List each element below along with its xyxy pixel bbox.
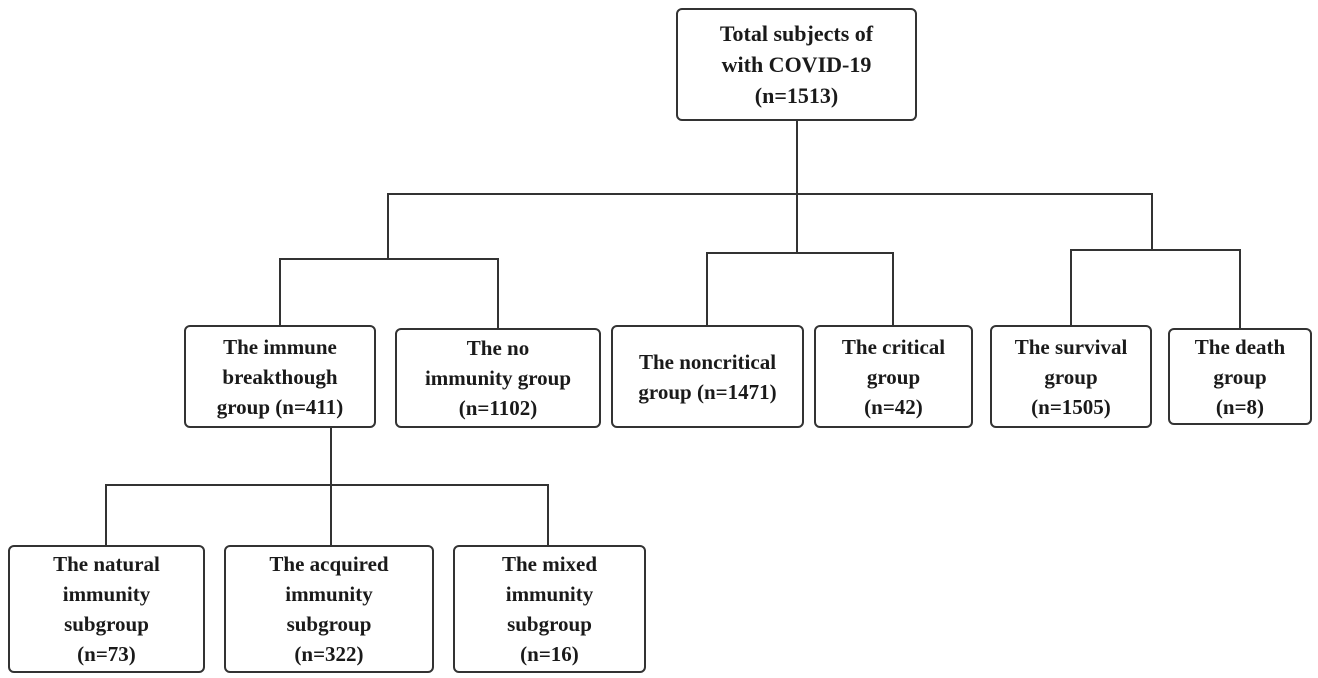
node-line: immunity group [424,366,572,390]
node-line: subgroup [507,612,592,636]
node-line: group [1044,364,1098,389]
node-line: The natural [53,552,160,576]
node-line: (n=8) [1215,394,1265,419]
node-line: The mixed [501,552,598,576]
root-line-1: Total subjects of [719,21,874,46]
node-no-immunity-group: The no immunity group (n=1102) [395,328,601,428]
node-line: The acquired [269,552,389,576]
node-line: The noncritical [638,349,777,374]
node-critical-group: The critical group (n=42) [814,325,973,428]
root-line-3: (n=1513) [754,83,839,108]
node-line: The no [466,336,530,360]
node-natural-immunity-subgroup: The natural immunity subgroup (n=73) [8,545,205,673]
node-line: group [866,364,921,389]
node-line: immunity [505,582,594,606]
node-line: (n=1505) [1031,394,1111,419]
node-line: group (n=411) [216,394,344,419]
node-line: The death [1194,334,1286,359]
node-line: group (n=1471) [638,379,777,404]
node-death-group: The death group (n=8) [1168,328,1312,425]
node-line: The critical [841,334,946,359]
root-node-total-subjects: Total subjects of with COVID-19 (n=1513) [676,8,917,121]
node-noncritical-group: The noncritical group (n=1471) [611,325,804,428]
node-mixed-immunity-subgroup: The mixed immunity subgroup (n=16) [453,545,646,673]
node-line: The immune [223,334,337,359]
node-line: (n=16) [520,642,579,666]
root-line-2: with COVID-19 [721,52,872,77]
node-line: immunity [62,582,151,606]
node-acquired-immunity-subgroup: The acquired immunity subgroup (n=322) [224,545,434,673]
node-line: breakthough [222,364,338,389]
node-immune-breakthrough-group: The immune breakthough group (n=411) [184,325,376,428]
node-line: group [1213,364,1267,389]
node-line: immunity [285,582,373,606]
node-line: subgroup [64,612,149,636]
node-line: subgroup [286,612,372,636]
node-line: (n=322) [294,642,364,666]
node-line: (n=42) [864,394,923,419]
node-line: (n=1102) [458,396,538,420]
node-survival-group: The survival group (n=1505) [990,325,1152,428]
node-line: (n=73) [77,642,136,666]
node-line: The survival [1014,334,1128,359]
